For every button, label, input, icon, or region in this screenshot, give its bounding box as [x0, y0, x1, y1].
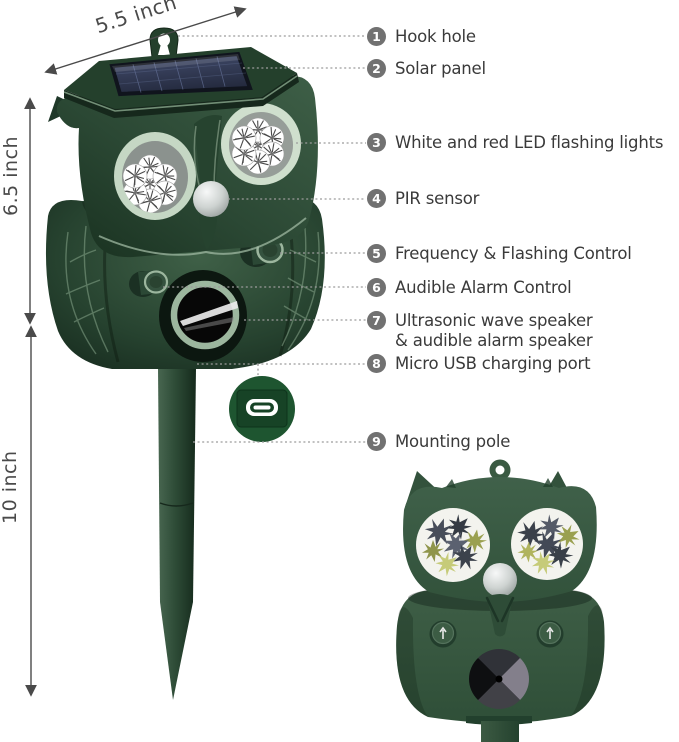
closeup-eye-left [416, 508, 490, 582]
closeup-knob-left [429, 620, 457, 648]
callout-hook-hole: 1 Hook hole [367, 27, 476, 47]
callout-label: Micro USB charging port [395, 354, 591, 373]
callout-number-badge: 3 [367, 133, 386, 152]
hook-hole [149, 27, 179, 58]
callout-label: Ultrasonic wave speaker & audible alarm … [395, 311, 593, 350]
callout-label: Frequency & Flashing Control [395, 244, 632, 263]
callout-number-badge: 6 [367, 278, 386, 297]
callout-label: Mounting pole [395, 432, 511, 451]
callout-alarm-control: 6 Audible Alarm Control [367, 278, 572, 298]
callout-label: Audible Alarm Control [395, 278, 572, 297]
callout-speaker: 7 Ultrasonic wave speaker & audible alar… [367, 311, 593, 350]
wing-leaf-veins [65, 225, 320, 355]
callout-number-badge: 2 [367, 59, 386, 78]
callout-frequency-control: 5 Frequency & Flashing Control [367, 244, 632, 264]
callout-led-lights: 3 White and red LED flashing lights [367, 133, 663, 153]
usb-port-inset [229, 376, 295, 442]
pir-sensor [193, 181, 229, 217]
callout-label: White and red LED flashing lights [395, 133, 664, 152]
mounting-pole [158, 368, 196, 700]
callout-pir-sensor: 4 PIR sensor [367, 189, 479, 209]
leader-lines [163, 35, 366, 443]
callout-usb-port: 8 Micro USB charging port [367, 354, 591, 374]
callout-number-badge: 4 [367, 189, 386, 208]
callout-solar-panel: 2 Solar panel [367, 59, 486, 79]
closeup-knob-right [536, 620, 564, 648]
callout-number-badge: 1 [367, 27, 386, 46]
main-owl-device [45, 27, 325, 700]
callout-number-badge: 5 [367, 244, 386, 263]
callout-mounting-pole: 9 Mounting pole [367, 432, 510, 452]
front-owl-closeup [396, 459, 605, 742]
lower-height-dimension-label: 10 inch [0, 450, 21, 524]
closeup-pir-sensor [483, 563, 517, 597]
upper-height-dimension-label: 6.5 inch [0, 135, 22, 216]
callout-number-badge: 8 [367, 354, 386, 373]
led-eye-right [221, 103, 301, 185]
callout-number-badge: 9 [367, 432, 386, 451]
ultrasonic-speaker [159, 270, 247, 362]
closeup-pole [481, 721, 519, 742]
callout-label: Solar panel [395, 59, 486, 78]
audible-alarm-knob [129, 270, 169, 297]
dimension-arrows [24, 6, 247, 697]
callout-number-badge: 7 [367, 311, 386, 330]
callout-label: PIR sensor [395, 189, 480, 208]
callout-label: Hook hole [395, 27, 476, 46]
closeup-eye-right [511, 508, 584, 580]
closeup-speaker [469, 649, 529, 709]
led-eye-left [114, 132, 196, 220]
